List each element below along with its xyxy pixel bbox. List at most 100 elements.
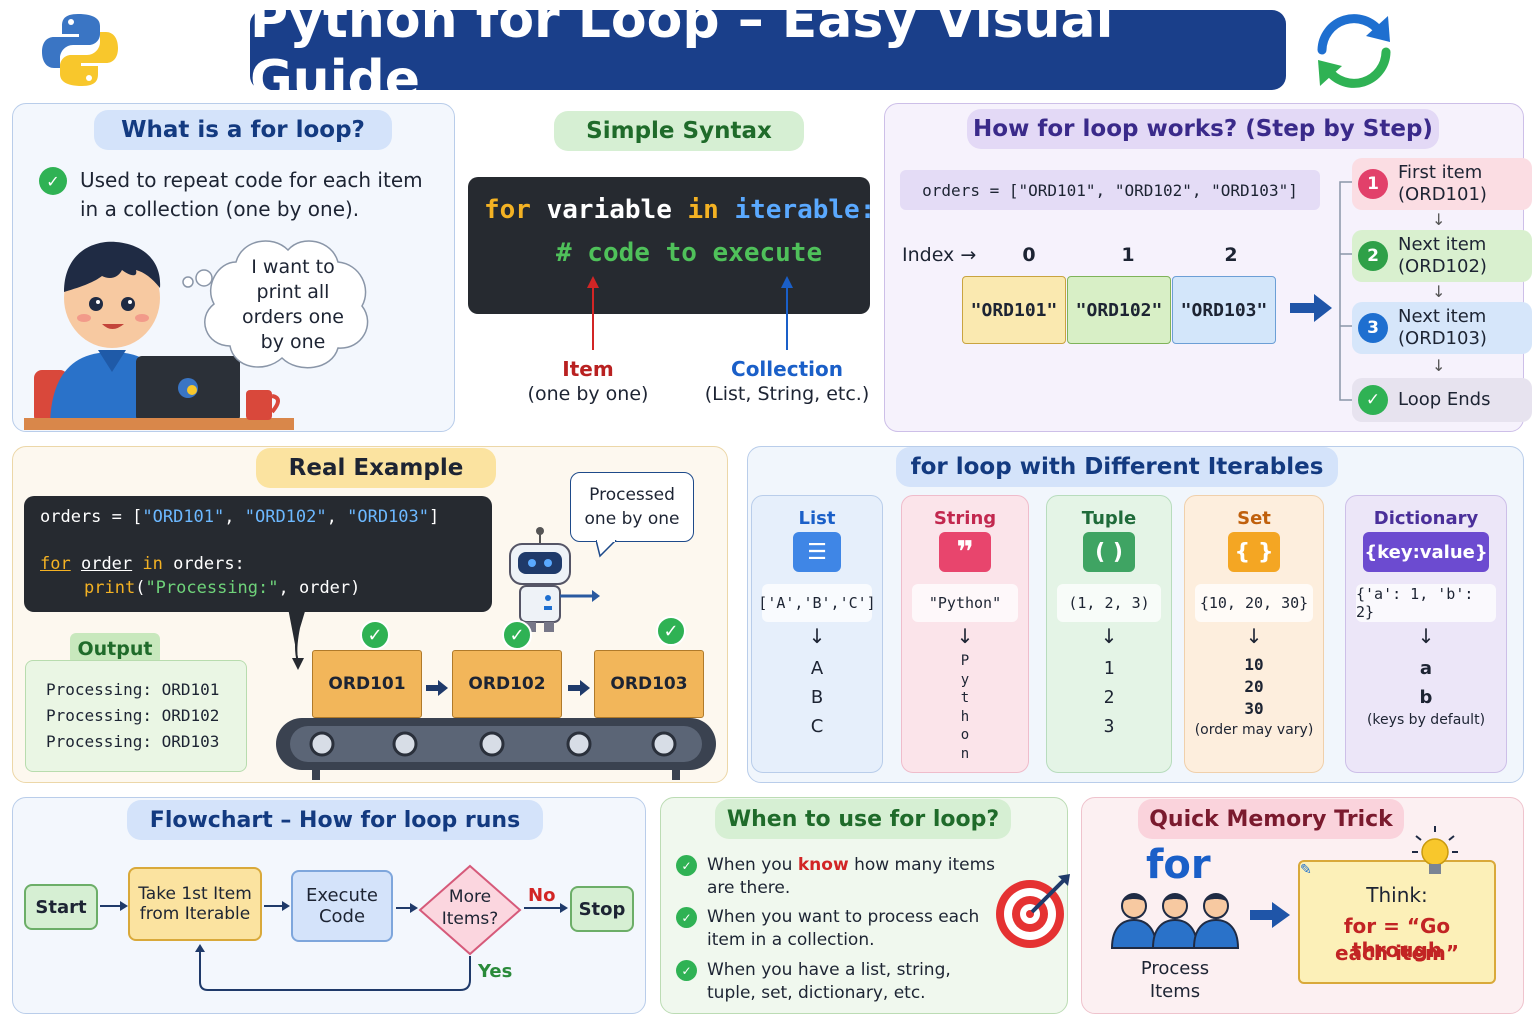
braces-icon: { }	[1228, 532, 1280, 572]
string-char-y: y	[960, 671, 970, 688]
quote-icon: ❞	[939, 532, 991, 572]
dict-key-b: b	[1419, 687, 1433, 708]
iterable-dictionary: Dictionary {key:value} {'a': 1, 'b': 2} …	[1345, 495, 1507, 773]
kw-in: in	[687, 195, 719, 225]
trick-for-word: for	[1146, 842, 1211, 888]
when-b2-line-2: item in a collection.	[707, 930, 875, 950]
syntax-item-sub: (one by one)	[527, 383, 649, 405]
down-arrow-icon: ↓	[956, 624, 974, 648]
code-kw-in: in	[142, 554, 163, 574]
thought-line-1: I want to	[251, 256, 335, 278]
check-icon: ✓	[39, 167, 67, 195]
list-value-c: C	[810, 716, 824, 737]
real-code-line-3: print("Processing:", order)	[84, 578, 360, 598]
output-line-2: Processing: ORD102	[46, 706, 220, 725]
kw-variable: variable	[546, 195, 672, 225]
down-arrow-icon: ↓	[1417, 624, 1435, 648]
step-2-line-1: Next item	[1398, 234, 1487, 255]
flow-arrows	[100, 901, 568, 991]
check-icon: ✓	[676, 960, 697, 981]
bubble-tail	[596, 540, 617, 558]
real-code-line-2: for order in orders:	[40, 554, 245, 574]
page-title: Python for Loop – Easy Visual Guide	[250, 0, 1286, 110]
kw-iterable: iterable:	[734, 195, 876, 225]
trick-think: Think:	[1366, 883, 1428, 907]
when-b1-highlight: know	[797, 855, 849, 875]
crate-1: ORD101	[312, 650, 422, 718]
trick-quote-2: each item”	[1334, 941, 1460, 965]
index-label: Index →	[902, 244, 977, 266]
check-icon: ✓	[676, 855, 697, 876]
string-char-n: n	[960, 745, 970, 762]
trick-quote-1: for = “Go through	[1343, 914, 1451, 962]
flow-take-line-2: from Iterable	[139, 904, 251, 924]
list-value-a: A	[810, 658, 824, 679]
conveyor-belt	[272, 712, 720, 780]
index-2: 2	[1224, 244, 1238, 266]
processed-bubble	[570, 472, 694, 542]
iterable-list-example: ['A','B','C']	[758, 584, 876, 622]
array-cell-0: "ORD101"	[962, 276, 1066, 344]
real-code-line-1: orders = ["ORD101", "ORD102", "ORD103"]	[40, 507, 439, 527]
array-cell-2: "ORD103"	[1172, 276, 1276, 344]
down-arrow-icon: ↓	[1432, 210, 1446, 229]
down-arrow-icon: ↓	[1245, 624, 1263, 648]
code-ord102: "ORD102"	[244, 507, 327, 527]
code-sep: ,	[326, 507, 348, 527]
code-kw-for: for	[40, 554, 71, 574]
crate-2: ORD102	[452, 650, 562, 718]
when-b1-line-2: are there.	[707, 878, 791, 898]
processed-line-2: one by one	[584, 509, 680, 529]
code-var-orders2: orders:	[173, 554, 245, 574]
set-value-20: 20	[1244, 677, 1264, 696]
robot-icon	[496, 524, 600, 634]
iterable-list-name: List	[798, 508, 836, 529]
code-eq: = [	[101, 507, 143, 527]
index-0: 0	[1022, 244, 1036, 266]
down-arrow-icon: ↓	[1432, 282, 1446, 301]
processed-line-1: Processed	[589, 485, 675, 505]
code-sep: ,	[224, 507, 245, 527]
check-icon: ✓	[676, 907, 697, 928]
array-cell-1: "ORD102"	[1067, 276, 1171, 344]
kw-for: for	[484, 195, 531, 225]
how-code: orders = ["ORD101", "ORD102", "ORD103"]	[900, 170, 1320, 210]
boy-with-laptop-illustration	[24, 238, 302, 430]
thought-line-2: print all	[256, 281, 330, 303]
iterable-tuple-example: (1, 2, 3)	[1057, 584, 1161, 622]
right-arrow-icon	[1250, 902, 1290, 928]
flow-yes-label: Yes	[478, 961, 513, 982]
tuple-value-1: 1	[1103, 658, 1115, 679]
refresh-loop-icon	[1308, 8, 1400, 92]
crate-3: ORD103	[594, 650, 704, 718]
iterable-list: List ☰ ['A','B','C'] ↓ A B C	[751, 495, 883, 773]
syntax-arrows	[587, 276, 793, 350]
flow-start: Start	[24, 884, 98, 930]
flow-no-label: No	[528, 885, 556, 906]
steps-bracket	[1339, 181, 1352, 401]
tuple-value-2: 2	[1103, 687, 1115, 708]
what-title: What is a for loop?	[94, 110, 392, 150]
string-char-t: t	[960, 690, 970, 706]
crate-arrows	[426, 680, 590, 696]
down-arrow-icon: ↓	[1100, 624, 1118, 648]
flow-take-line-1: Take 1st Item	[138, 884, 252, 904]
step-1: 1 First item(ORD101)	[1352, 158, 1532, 210]
syntax-collection-label: Collection	[731, 357, 843, 381]
flow-stop: Stop	[570, 886, 634, 932]
iterable-dictionary-example: {'a': 1, 'b': 2}	[1356, 584, 1496, 622]
code-ord103: "ORD103"	[347, 507, 430, 527]
flow-more-line-2: Items?	[441, 909, 499, 929]
step-1-line-1: First item	[1398, 162, 1483, 183]
thought-cloud	[178, 232, 398, 372]
iterable-string-example: "Python"	[912, 584, 1018, 622]
check-icon: ✓	[1358, 385, 1388, 415]
check-icon: ✓	[656, 616, 686, 646]
iterable-dictionary-name: Dictionary	[1373, 508, 1479, 529]
when-b3-line-2: tuple, set, dictionary, etc.	[707, 983, 926, 1003]
python-logo	[40, 10, 120, 90]
what-line-2: in a collection (one by one).	[80, 197, 360, 221]
dict-key-a: a	[1419, 658, 1433, 679]
when-b1-pre: When you	[707, 855, 798, 875]
step-3-number: 3	[1358, 313, 1388, 343]
